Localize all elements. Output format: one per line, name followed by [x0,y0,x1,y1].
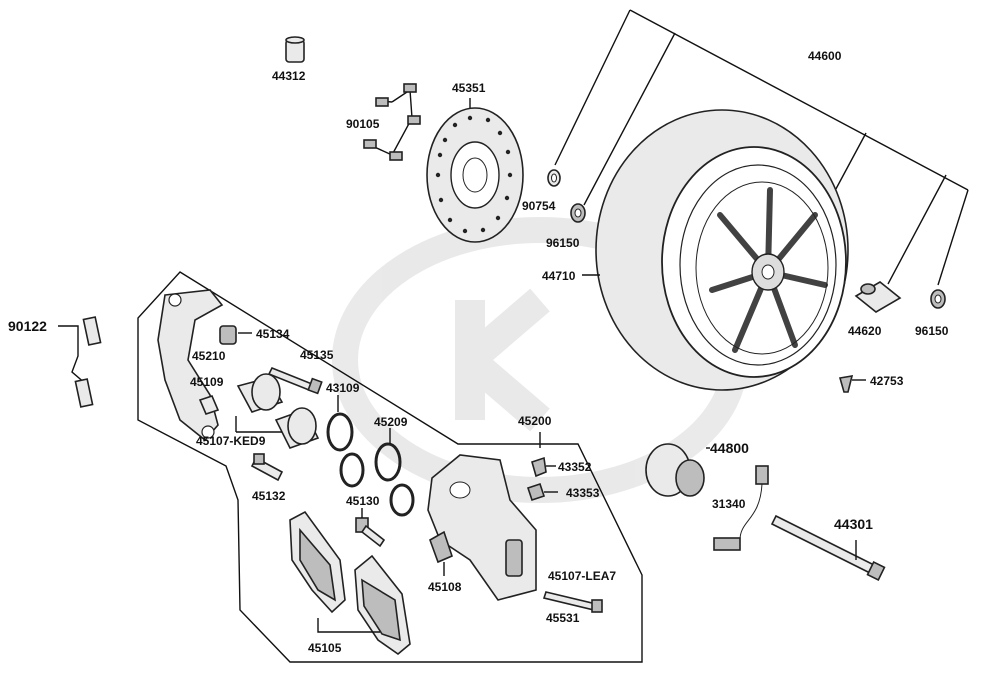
label-31340: 31340 [712,497,746,511]
label-45135: 45135 [300,348,334,362]
pin-45135 [267,366,323,395]
label-43353: 43353 [566,486,600,500]
label-44800: 44800 [710,440,749,456]
disc-bolts-90105 [363,83,421,161]
pad-clip-45109 [198,395,220,415]
pin-45531 [542,591,603,613]
label-45531: 45531 [546,611,580,625]
label-90754: 90754 [522,199,556,213]
speedo-gear-44800 [645,443,710,497]
bleeder-cap-43353 [526,482,558,502]
label-42753: 42753 [870,374,904,388]
label-45200: 45200 [518,414,552,428]
front-axle-44301 [770,514,886,581]
label-45210: 45210 [192,349,226,363]
collar-44312 [285,36,305,63]
caliper-group-outline [137,271,643,663]
label-44600: 44600 [808,49,842,63]
label-90105: 90105 [346,117,380,131]
label-96150-a: 96150 [546,236,580,250]
label-45130: 45130 [346,494,380,508]
washer-90754 [547,169,561,187]
pin-bolt-45132 [250,453,284,482]
label-45351: 45351 [452,81,486,95]
label-45107-ked9: 45107-KED9 [196,434,266,448]
piston-seals-43109 [326,395,365,488]
brake-disc-45351 [426,98,524,243]
bleeder-43352 [531,456,556,478]
sensor-31340 [713,465,769,551]
caliper-body-45200 [427,432,541,601]
label-45105: 45105 [308,641,342,655]
dust-seals-45209 [374,428,415,517]
label-44301: 44301 [834,516,873,532]
label-45132: 45132 [252,489,286,503]
valve-42753 [838,375,866,393]
label-90122: 90122 [8,318,47,334]
label-44312: 44312 [272,69,306,83]
spacer-44620 [854,281,902,313]
caliper-bracket-45210 [157,289,224,442]
label-44620: 44620 [848,324,882,338]
label-44710: 44710 [542,269,576,283]
oil-seal-96150-a [570,203,586,223]
bolt-45130 [355,508,386,548]
label-45107-lea7: 45107-LEA7 [548,569,616,583]
front-wheel-44710 [595,109,849,391]
bolts-90122 [58,316,102,408]
oil-seal-96150-b [930,289,946,309]
label-45109: 45109 [190,375,224,389]
brake-pads-45105 [289,510,411,656]
label-43352: 43352 [558,460,592,474]
pistons-45107-ked9 [235,373,320,449]
label-96150-b: 96150 [915,324,949,338]
label-45108: 45108 [428,580,462,594]
pad-spring-45108 [429,530,453,576]
label-45134: 45134 [256,327,290,341]
label-43109: 43109 [326,381,360,395]
label-45209: 45209 [374,415,408,429]
boot-45134 [219,325,252,345]
